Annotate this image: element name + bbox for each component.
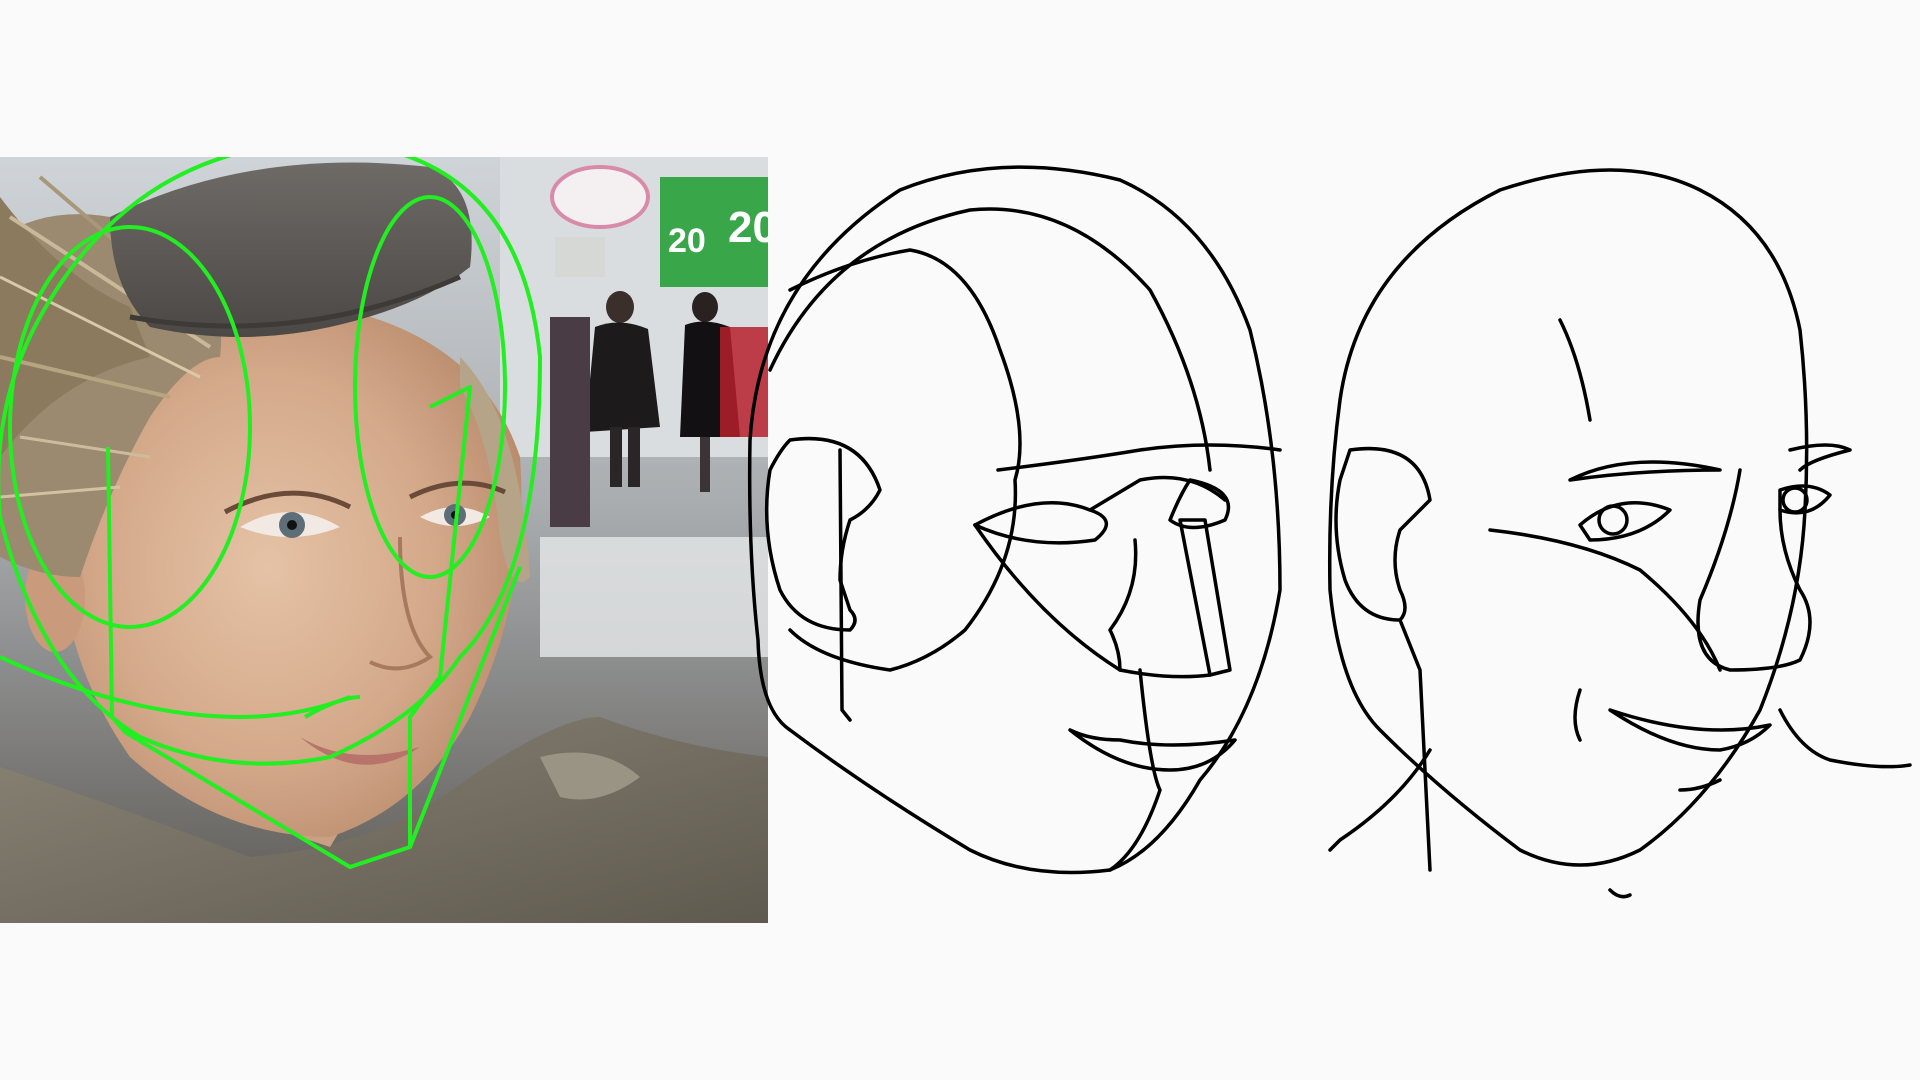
finished-eye-left	[1578, 500, 1672, 542]
cranium-ball	[0, 157, 542, 766]
sale-sign-text-1: 20	[668, 222, 706, 260]
planes-nose-bridge	[1178, 518, 1232, 677]
finished-forehead-mark	[1558, 318, 1592, 422]
planes-top-plane	[768, 207, 1212, 472]
sale-sign-text-2: 20	[728, 203, 768, 252]
finished-mouth	[1608, 708, 1772, 752]
eyes	[223, 480, 507, 538]
head-drawings-canvas	[747, 165, 1912, 899]
store-floor-reflection	[540, 537, 768, 657]
reference-photo: 20 20	[0, 157, 768, 923]
nose-line	[408, 385, 472, 847]
planes-jaw-line	[1108, 668, 1162, 872]
finished-neck-front	[1778, 708, 1912, 769]
finished-ear	[1334, 446, 1432, 622]
side-plane-oval	[8, 225, 252, 629]
head-drawings	[740, 150, 1920, 940]
planes-brow-line	[996, 443, 1282, 472]
planes-eye-left	[973, 508, 1108, 545]
finished-cheek-line	[1488, 528, 1722, 672]
finished-iris-right	[1781, 486, 1809, 514]
planes-neck-line	[838, 448, 852, 722]
store-signs: 20 20	[550, 165, 768, 287]
mouth	[300, 737, 420, 765]
planes-ear	[764, 436, 882, 632]
head-planes-drawing-icon	[747, 165, 1282, 875]
finished-brow-left	[1568, 460, 1722, 482]
finished-brow-right	[1788, 443, 1852, 472]
head-construction-overlay-icon	[0, 157, 542, 869]
hat	[110, 162, 472, 337]
mouth-mark	[304, 695, 361, 719]
planes-eye-right	[1168, 478, 1231, 530]
planes-mouth	[1068, 728, 1237, 772]
planes-nose-side	[1108, 538, 1138, 672]
background-shoppers	[550, 291, 768, 527]
head-finished-drawing-icon	[1327, 168, 1912, 899]
finished-smile-line	[1573, 688, 1582, 742]
planes-cheek-line	[973, 523, 1212, 679]
finished-chin-mark	[1678, 778, 1722, 792]
brow-oval	[353, 195, 507, 579]
reference-photo-image: 20 20	[0, 157, 768, 923]
jaw-outline	[106, 446, 522, 869]
finished-skull-outline	[1327, 168, 1809, 867]
planes-side-plane	[788, 248, 1022, 672]
hair-right	[460, 357, 530, 582]
face	[60, 297, 522, 837]
finished-iris-left	[1597, 504, 1629, 536]
nose	[369, 536, 434, 671]
sale-sign	[660, 177, 768, 287]
finished-neck-back	[1398, 618, 1432, 872]
cheek-line	[0, 655, 351, 719]
planes-skull-outline	[747, 165, 1282, 875]
finished-collar-mark	[1608, 888, 1632, 899]
finished-nose	[1696, 468, 1812, 672]
finished-shoulder	[1328, 748, 1432, 852]
coat-epaulette	[540, 752, 640, 800]
